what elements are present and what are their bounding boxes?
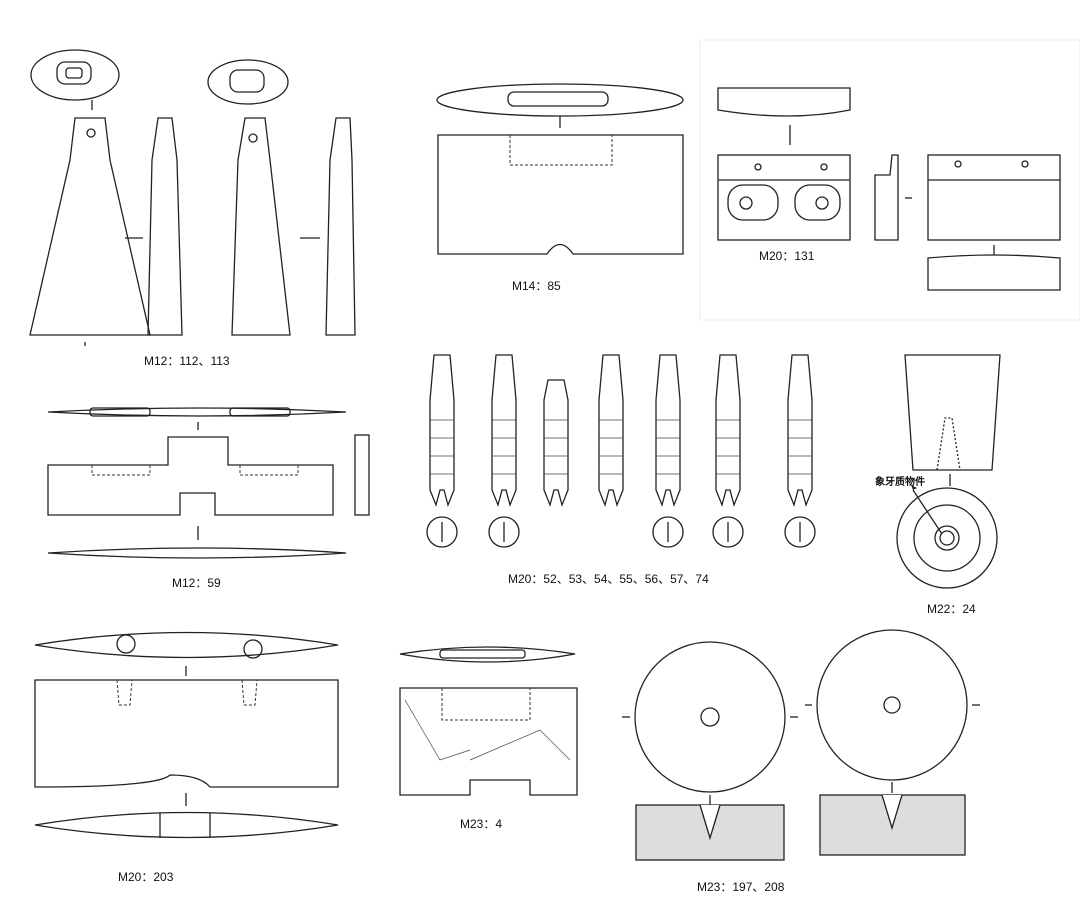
rod-cross-section [426,516,458,548]
ornament-rod [715,354,741,508]
rod-cross-section [652,516,684,548]
ornament-rod [598,354,624,508]
drawing-m23-4 [399,646,578,796]
drawing-m14-85 [436,83,684,255]
ornament-rod [491,354,517,508]
ornament-rod [787,354,813,508]
figure-label-m23-197-208: M23：197、208 [697,880,785,894]
figure-label-m14-85: M14：85 [512,279,561,293]
rod-cross-section [712,516,744,548]
figure-label-m20-52-74: M20：52、53、54、55、56、57、74 [508,572,709,586]
ornament-rod [429,354,455,508]
drawing-m22-24 [896,354,1001,589]
rod-cross-section [784,516,816,548]
figure-label-m20-131: M20：131 [759,249,815,263]
rod-cross-section [488,516,520,548]
drawing-m20-131 [717,87,1061,291]
figure-label-m12-112-113: M12：112、113 [144,354,230,368]
drawing-m20-203 [34,631,339,839]
drawing-m12-59 [47,407,370,559]
drawing-m20-52-74 [426,354,816,548]
figure-label-m22-24: M22：24 [927,602,976,616]
figure-label-m23-4: M23：4 [460,817,503,831]
drawing-m12-112-113 [29,49,356,346]
annotation-ivory-object: 象牙质物件 [875,477,925,488]
ornament-rod [543,379,569,508]
figure-label-m12-59: M12：59 [172,576,221,590]
figure-label-m20-203: M20：203 [118,870,174,884]
drawing-m23-197-208 [622,629,980,861]
ornament-rod [655,354,681,508]
